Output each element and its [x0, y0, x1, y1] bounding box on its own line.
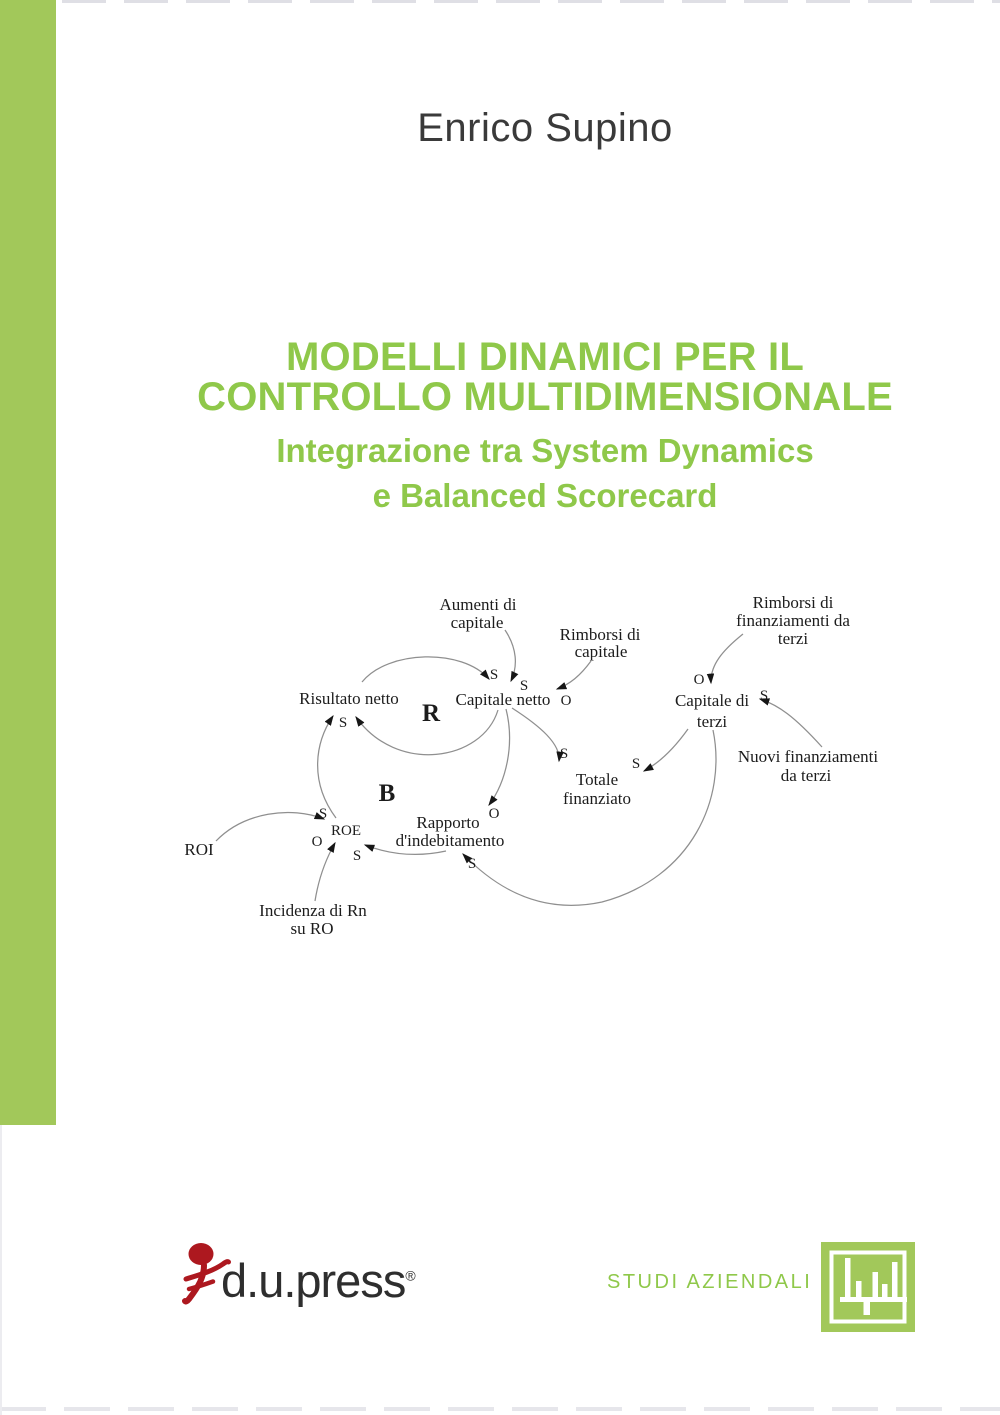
book-title: MODELLI DINAMICI PER IL CONTROLLO MULTID… — [90, 337, 1000, 417]
title-line-2: CONTROLLO MULTIDIMENSIONALE — [197, 375, 893, 419]
scan-dash-bottom — [0, 1407, 1000, 1411]
node-rapporto-indebitamento: Rapporto — [416, 813, 479, 832]
arrow-capitale-terzi-to-rapporto — [462, 729, 717, 906]
loop-label-b: B — [379, 780, 396, 807]
node-rimborsi-di-capitale-l2: capitale — [575, 642, 628, 661]
arrow-nuovi-to-capitale-terzi — [758, 698, 823, 748]
registered-trademark: ® — [405, 1267, 416, 1284]
arrow-capitale-netto-to-totale — [511, 707, 564, 763]
arrow-aumenti-to-capitale-netto — [504, 629, 519, 683]
subtitle-line-1: Integrazione tra System Dynamics — [276, 432, 814, 469]
polarity-rimborsicap-capnetto: O — [561, 693, 572, 709]
polarity-risultato-capnetto: S — [490, 667, 498, 683]
polarity-incidenza-roe: O — [312, 834, 323, 850]
scan-dash-top — [0, 0, 1000, 3]
node-rimborsi-finanziamenti: Rimborsi di — [753, 593, 834, 612]
node-capitale-di-terzi: Capitale di — [675, 691, 749, 710]
publisher-wordmark: d.u.press® — [221, 1253, 416, 1308]
arrow-capitale-netto-to-rapporto — [488, 708, 511, 807]
arrow-incidenza-to-roe — [314, 841, 336, 902]
polarity-capnetto-totale: S — [560, 746, 568, 762]
arrow-roe-to-risultato — [317, 714, 337, 819]
polarity-roe-risultato: S — [339, 715, 347, 731]
node-rimborsi-di-capitale: Rimborsi di — [560, 625, 641, 644]
node-roi: ROI — [184, 840, 214, 859]
arrow-rimborsi-finanziamenti-to-capitale-terzi — [706, 633, 744, 685]
arrow-capitale-netto-to-risultato — [355, 709, 499, 756]
arrow-roi-to-roe — [215, 811, 326, 842]
node-roe: ROE — [331, 823, 361, 839]
node-rapporto-indebitamento-l2: d'indebitamento — [396, 831, 505, 850]
book-subtitle: Integrazione tra System Dynamics e Balan… — [90, 428, 1000, 518]
polarity-capterzi-rapporto: S — [468, 856, 476, 872]
node-aumenti-di-capitale-l2: capitale — [451, 613, 504, 632]
node-risultato-netto: Risultato netto — [299, 689, 399, 708]
polarity-rimborsifin-capterzi: O — [694, 672, 705, 688]
diagram-polarities: S S O S O S S S O S O S S — [312, 667, 769, 872]
node-incidenza-rn-l2: su RO — [291, 919, 334, 938]
scan-edge-left — [0, 1125, 2, 1415]
arrow-rimborsi-capitale-to-capitale-netto — [555, 660, 592, 690]
polarity-capnetto-rapporto: O — [489, 806, 500, 822]
polarity-capterzi-totale: S — [632, 756, 640, 772]
publisher-name: d.u.press — [221, 1254, 406, 1307]
bar-chart-icon — [821, 1242, 915, 1332]
polarity-aumenti-capnetto: S — [520, 678, 528, 694]
node-nuovi-finanziamenti: Nuovi finanziamenti — [738, 747, 878, 766]
polarity-roi-roe: S — [319, 806, 327, 822]
author-name: Enrico Supino — [417, 106, 673, 150]
polarity-nuovi-capterzi: S — [760, 688, 768, 704]
node-incidenza-rn: Incidenza di Rn — [259, 901, 367, 920]
arrow-risultato-to-capitale-netto — [361, 656, 490, 683]
series-title: STUDI AZIENDALI — [607, 1271, 813, 1293]
title-line-1: MODELLI DINAMICI PER IL — [286, 335, 804, 379]
person-figure-icon — [182, 1243, 231, 1305]
arrow-rapporto-to-roe — [363, 844, 447, 855]
node-totale-finanziato-l2: finanziato — [563, 789, 631, 808]
node-nuovi-finanziamenti-l2: da terzi — [781, 766, 832, 785]
node-rimborsi-finanziamenti-l3: terzi — [778, 629, 808, 648]
node-capitale-netto: Capitale netto — [456, 690, 551, 709]
node-capitale-di-terzi-l2: terzi — [697, 712, 727, 731]
diagram-arrows — [215, 629, 823, 906]
polarity-rapporto-roe: S — [353, 848, 361, 864]
node-rimborsi-finanziamenti-l2: finanziamenti da — [736, 611, 850, 630]
loop-label-r: R — [422, 700, 441, 727]
node-totale-finanziato: Totale — [576, 770, 618, 789]
node-aumenti-di-capitale: Aumenti di — [440, 595, 517, 614]
diagram-nodes: Aumenti di capitale Rimborsi di capitale… — [184, 593, 878, 938]
subtitle-line-2: e Balanced Scorecard — [372, 477, 718, 514]
green-spine-bar — [0, 0, 56, 1125]
arrow-capitale-terzi-to-totale — [642, 728, 689, 772]
